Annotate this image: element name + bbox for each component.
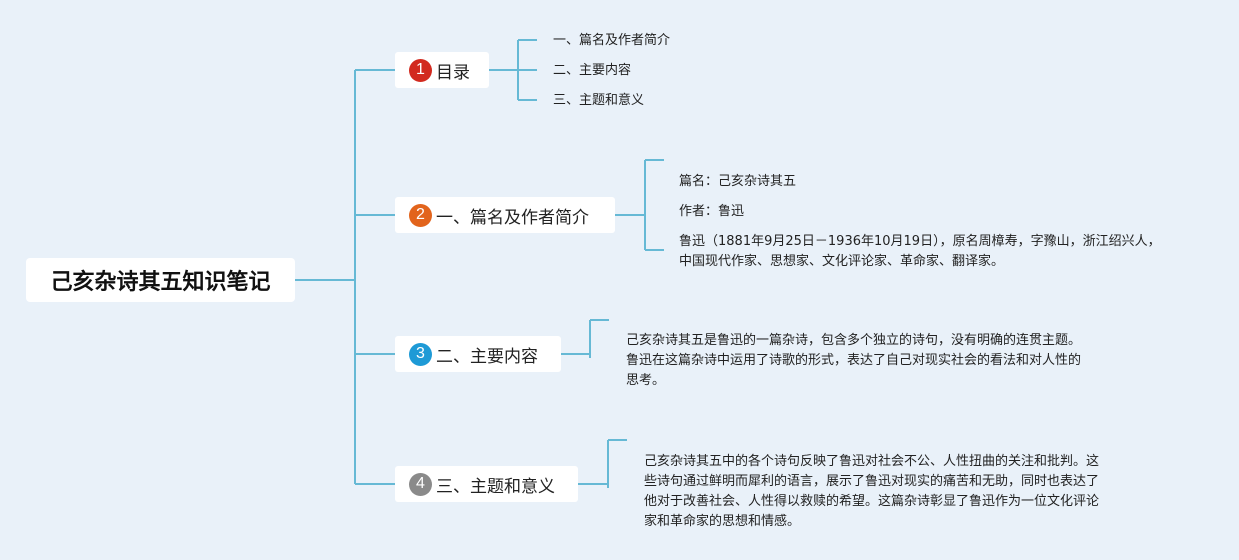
branch-label: 二、主要内容 — [436, 346, 538, 367]
branch-title-author[interactable]: 2 一、篇名及作者简介 — [395, 197, 615, 233]
branch-label: 目录 — [436, 62, 470, 83]
theme-line-2: 些诗句通过鲜明而犀利的语言，展示了鲁迅对现实的痛苦和无助，同时也表达了 — [644, 474, 1100, 489]
leaf-toc-3[interactable]: 三、主题和意义 — [553, 93, 645, 108]
theme-line-4: 家和革命家的思想和情感。 — [644, 514, 801, 529]
leaf-author-bio[interactable]: 鲁迅（1881年9月25日－1936年10月19日），原名周樟寿，字豫山，浙江绍… — [679, 232, 1209, 272]
bio-line-2: 中国现代作家、思想家、文化评论家、革命家、翻译家。 — [679, 254, 1005, 269]
root-title: 己亥杂诗其五知识笔记 — [50, 270, 271, 295]
content-line-3: 思考。 — [626, 373, 666, 388]
content-line-2: 鲁迅在这篇杂诗中运用了诗歌的形式，表达了自己对现实社会的看法和对人性的 — [626, 353, 1082, 368]
branch-theme-meaning[interactable]: 4 三、主题和意义 — [395, 466, 578, 502]
leaf-main-content[interactable]: 己亥杂诗其五是鲁迅的一篇杂诗，包含多个独立的诗句，没有明确的连贯主题。 鲁迅在这… — [626, 331, 1146, 391]
number-badge-1: 1 — [409, 58, 432, 82]
number-badge-2: 2 — [409, 203, 432, 227]
theme-line-3: 他对于改善社会、人性得以救赎的希望。这篇杂诗彰显了鲁迅作为一位文化评论 — [644, 494, 1100, 509]
branch-main-content[interactable]: 3 二、主要内容 — [395, 336, 561, 372]
content-line-1: 己亥杂诗其五是鲁迅的一篇杂诗，包含多个独立的诗句，没有明确的连贯主题。 — [626, 333, 1082, 348]
root-topic[interactable]: 己亥杂诗其五知识笔记 — [26, 258, 295, 302]
branch-label: 三、主题和意义 — [436, 476, 555, 497]
leaf-title-name[interactable]: 篇名：己亥杂诗其五 — [679, 174, 797, 189]
branch-toc[interactable]: 1 目录 — [395, 52, 489, 88]
leaf-theme-meaning[interactable]: 己亥杂诗其五中的各个诗句反映了鲁迅对社会不公、人性扭曲的关注和批判。这 些诗句通… — [644, 452, 1164, 532]
number-badge-3: 3 — [409, 342, 432, 366]
branch-label: 一、篇名及作者简介 — [436, 207, 589, 228]
bio-line-1: 鲁迅（1881年9月25日－1936年10月19日），原名周樟寿，字豫山，浙江绍… — [679, 234, 1161, 249]
number-badge-4: 4 — [409, 472, 432, 496]
theme-line-1: 己亥杂诗其五中的各个诗句反映了鲁迅对社会不公、人性扭曲的关注和批判。这 — [644, 454, 1100, 469]
leaf-toc-1[interactable]: 一、篇名及作者简介 — [553, 33, 671, 48]
leaf-author[interactable]: 作者：鲁迅 — [679, 204, 745, 219]
leaf-toc-2[interactable]: 二、主要内容 — [553, 63, 632, 78]
